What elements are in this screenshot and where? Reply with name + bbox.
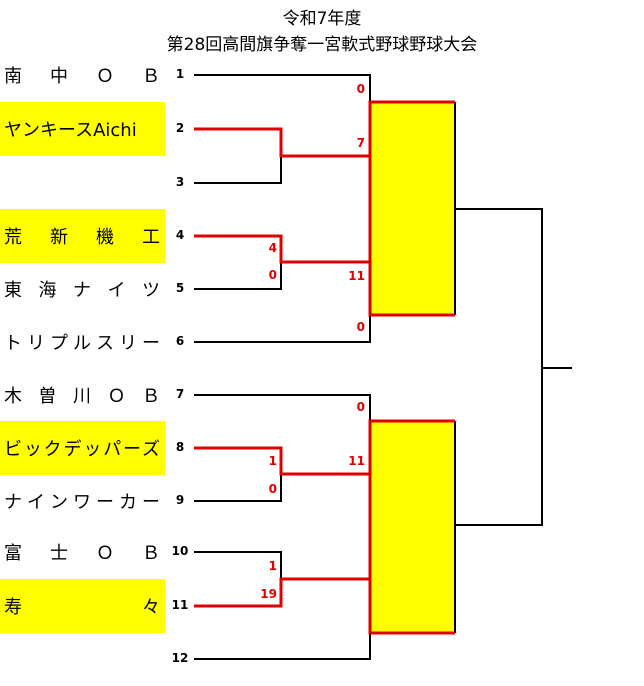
seed-8: 8 <box>175 440 185 454</box>
team-10: 富 士 Ｏ Ｂ <box>4 543 161 564</box>
score-seed-7: 0 <box>356 400 365 414</box>
team-5: 東 海 ナ イ ツ <box>4 280 161 301</box>
line-seed-2 <box>194 127 370 158</box>
score-seed-8-9: 11 <box>348 454 365 468</box>
score-seed-2-3: 7 <box>356 136 365 150</box>
line-seed-11 <box>194 577 370 608</box>
semifinal-box-bottom <box>370 421 455 633</box>
seed-9: 9 <box>175 493 185 507</box>
score-seed-11: 19 <box>260 587 277 601</box>
seed-12: 12 <box>171 651 189 665</box>
box-border-top <box>368 100 455 317</box>
seed-1: 1 <box>175 67 185 81</box>
team-9: ナインワーカー <box>4 492 161 513</box>
seed-6: 6 <box>175 334 185 348</box>
final-bracket <box>455 208 543 526</box>
score-seed-10: 1 <box>268 559 277 573</box>
seed-10: 10 <box>171 544 189 558</box>
semifinal-box-top <box>370 102 455 315</box>
score-seed-8: 1 <box>268 454 277 468</box>
score-seed-1: 0 <box>356 82 365 96</box>
seed-2: 2 <box>175 121 185 135</box>
seed-11: 11 <box>171 598 189 612</box>
line-seed-10 <box>194 551 282 579</box>
score-seed-4-5: 11 <box>348 269 365 283</box>
seed-7: 7 <box>175 387 185 401</box>
line-seed-12 <box>194 633 371 660</box>
score-seed-4: 4 <box>268 241 277 255</box>
team-1: 南 中 Ｏ Ｂ <box>4 66 161 87</box>
line-seed-9 <box>194 474 282 502</box>
team-8: ビックデッパーズ <box>0 421 165 475</box>
line-seed-5 <box>194 262 282 290</box>
score-seed-5: 0 <box>268 268 277 282</box>
title-year: 令和7年度 <box>282 9 362 29</box>
team-6: トリプルスリー <box>4 333 161 354</box>
team-4: 荒 新 機 工 <box>0 209 165 263</box>
line-seed-7 <box>194 394 371 421</box>
line-seed-6 <box>194 315 371 343</box>
score-seed-6: 0 <box>356 320 365 334</box>
title-tournament: 第28回高間旗争奪一宮軟式野球野球大会 <box>166 35 478 55</box>
team-11: 寿 々 <box>0 579 165 633</box>
line-seed-4 <box>194 234 370 264</box>
seed-3: 3 <box>175 175 185 189</box>
seed-4: 4 <box>175 228 185 242</box>
line-seed-3 <box>194 156 282 184</box>
team-7: 木 曽 川 Ｏ Ｂ <box>4 386 161 407</box>
line-seed-1 <box>194 74 371 102</box>
box-border-bottom <box>368 419 455 635</box>
score-seed-9: 0 <box>268 482 277 496</box>
seed-5: 5 <box>175 281 185 295</box>
team-2: ヤンキースAichi <box>0 102 165 156</box>
line-seed-8 <box>194 446 370 476</box>
